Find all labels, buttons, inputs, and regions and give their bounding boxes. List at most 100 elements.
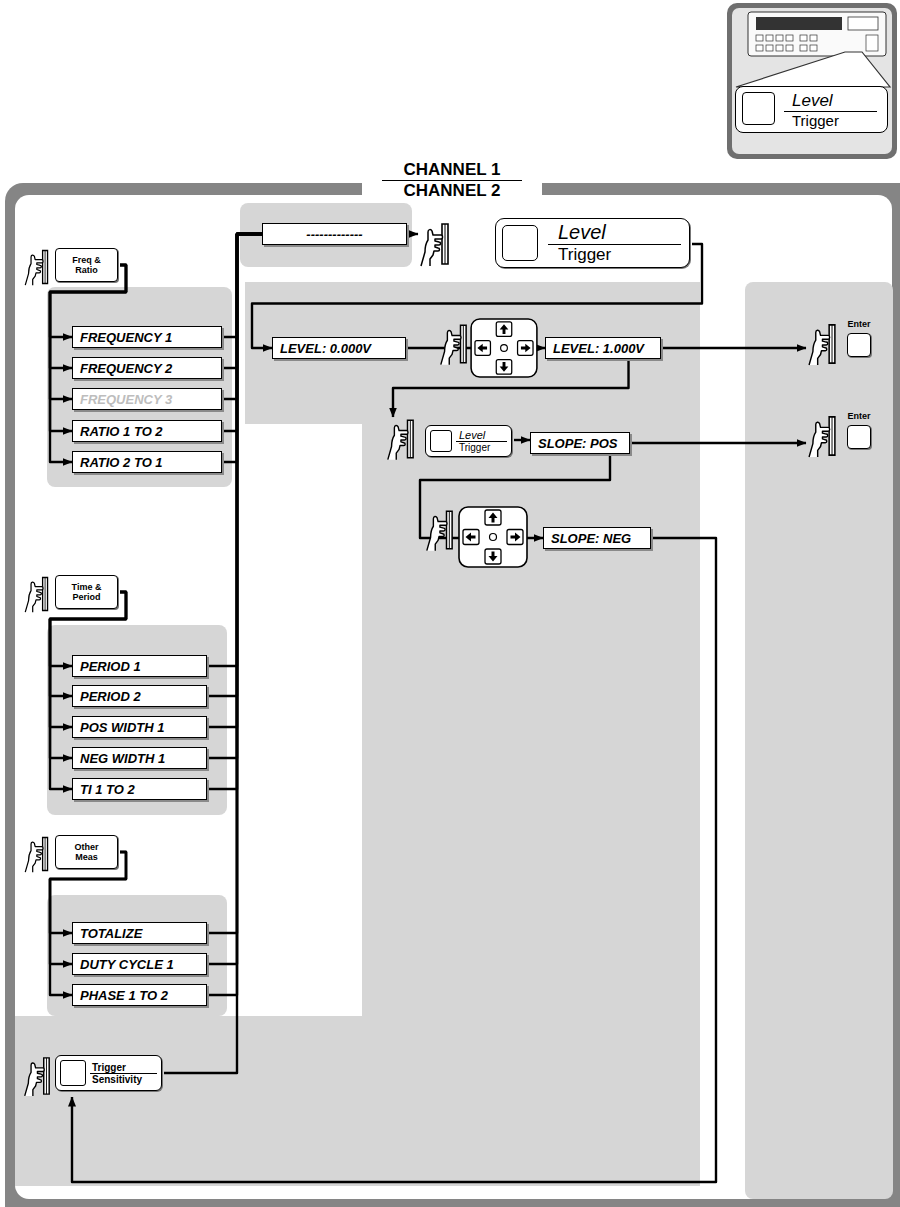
display-box: LEVEL: 0.000V	[272, 337, 406, 359]
shaded-regions-part	[47, 625, 227, 815]
arrow-keypad	[459, 507, 527, 567]
hand-icon	[809, 325, 835, 365]
display-box: FREQUENCY 1	[72, 326, 222, 348]
menu-button: Freq & Ratio	[22, 246, 120, 286]
connector	[207, 234, 262, 758]
button-label: LevelTrigger	[784, 87, 877, 132]
counter-picture-part	[748, 12, 886, 56]
label-text: DUTY CYCLE 1	[80, 957, 174, 972]
label-text: Freq & Ratio	[67, 255, 106, 276]
icon-frame	[727, 3, 897, 159]
connector	[207, 234, 262, 727]
key-button: LevelTrigger	[418, 218, 692, 270]
label-text: RATIO 2 TO 1	[80, 455, 163, 470]
counter-picture	[748, 12, 886, 56]
label-text: Other Meas	[67, 842, 106, 863]
button-label: LevelTrigger	[548, 219, 681, 267]
display-box: RATIO 2 TO 1	[72, 451, 222, 473]
label-text: Time & Period	[67, 582, 106, 603]
button-face: LevelTrigger	[495, 218, 690, 268]
button-face: Other Meas	[55, 835, 118, 869]
icon-ground	[732, 8, 892, 154]
display-box: POS WIDTH 1	[72, 716, 207, 738]
shaded-regions	[15, 203, 893, 1199]
label-text: FREQUENCY 1	[80, 330, 172, 345]
hand-icon	[385, 417, 415, 461]
connector	[207, 234, 262, 789]
enter-label: Enter	[840, 319, 878, 329]
label-text: CHANNEL 2	[382, 181, 522, 201]
enter-button: Enter	[806, 410, 876, 460]
counter-picture-part	[810, 45, 817, 51]
shaded-regions-part	[47, 895, 227, 1016]
shaded-regions-part	[240, 203, 412, 267]
label-text: RATIO 1 TO 2	[80, 424, 163, 439]
menu-button: Time & Period	[22, 573, 120, 613]
label-text: Enter	[840, 411, 878, 421]
connector	[72, 538, 716, 1182]
label-text: LEVEL: 1.000V	[553, 341, 644, 356]
button-label: TriggerSensitivity	[90, 1056, 157, 1090]
display-box: FREQUENCY 2	[72, 357, 222, 379]
hand-icon	[809, 417, 835, 457]
shaded-regions-part	[15, 282, 700, 1186]
connector	[630, 442, 806, 444]
counter-picture-part	[786, 35, 793, 41]
hand-icon	[806, 414, 837, 458]
display-box: LEVEL: 1.000V	[545, 337, 661, 359]
label-text: FREQUENCY 2	[80, 361, 172, 376]
label-text: -------------	[306, 227, 362, 242]
display-box: FREQUENCY 3	[72, 388, 222, 410]
counter-picture-part	[800, 35, 807, 41]
label-text: FREQUENCY 3	[80, 392, 172, 407]
counter-picture-part	[776, 35, 783, 41]
label-text: Level	[456, 429, 507, 442]
label-text: PHASE 1 TO 2	[80, 988, 168, 1003]
label-text: POS WIDTH 1	[80, 720, 165, 735]
button-face: TriggerSensitivity	[55, 1055, 162, 1091]
menu-button: Other Meas	[22, 833, 120, 873]
display-box: PHASE 1 TO 2	[72, 984, 207, 1006]
label-text: SLOPE: POS	[538, 436, 617, 451]
counter-picture-part	[866, 35, 878, 51]
hand-icon	[418, 221, 450, 267]
label-text: TI 1 TO 2	[80, 782, 135, 797]
counter-picture-part	[756, 35, 763, 41]
label-text: PERIOD 1	[80, 659, 141, 674]
label-text: LEVEL: 0.000V	[280, 341, 371, 356]
counter-picture-part	[786, 45, 793, 51]
connector	[407, 233, 418, 235]
key-button: LevelTrigger	[735, 86, 888, 133]
button-face: Time & Period	[55, 575, 118, 609]
channel-panel: CHANNEL 1CHANNEL 2 Freq & RatioFREQUENCY …	[5, 158, 900, 1207]
enter-button: Enter	[806, 318, 876, 368]
label-text: Trigger	[90, 1062, 157, 1074]
key-button: TriggerSensitivity	[22, 1053, 164, 1097]
label-text: Enter	[840, 319, 878, 329]
key-square	[502, 225, 538, 261]
connector	[514, 439, 530, 441]
counter-picture-part	[766, 45, 773, 51]
hand-icon	[388, 420, 413, 459]
display-box: SLOPE: POS	[530, 432, 630, 454]
display-box: PERIOD 1	[72, 655, 207, 677]
display-box: -------------	[262, 223, 407, 245]
hand-icon	[427, 511, 452, 550]
panel-frame	[5, 183, 900, 1207]
counter-picture-part	[848, 17, 878, 30]
label-text: Trigger	[548, 245, 681, 265]
key-square	[430, 430, 452, 452]
hand-icon	[806, 322, 837, 366]
key-square	[847, 425, 871, 449]
enter-label: Enter	[840, 411, 878, 421]
counter-picture-part	[810, 35, 817, 41]
label-text: Level	[548, 221, 681, 245]
display-box: TOTALIZE	[72, 922, 207, 944]
label-text: Trigger	[456, 442, 507, 453]
display-box: TI 1 TO 2	[72, 778, 207, 800]
counter-picture-part	[756, 45, 763, 51]
counter-picture-part	[766, 35, 773, 41]
panel-title: CHANNEL 1CHANNEL 2	[362, 160, 542, 201]
button-label: LevelTrigger	[456, 426, 507, 456]
hand-icon	[25, 250, 47, 285]
